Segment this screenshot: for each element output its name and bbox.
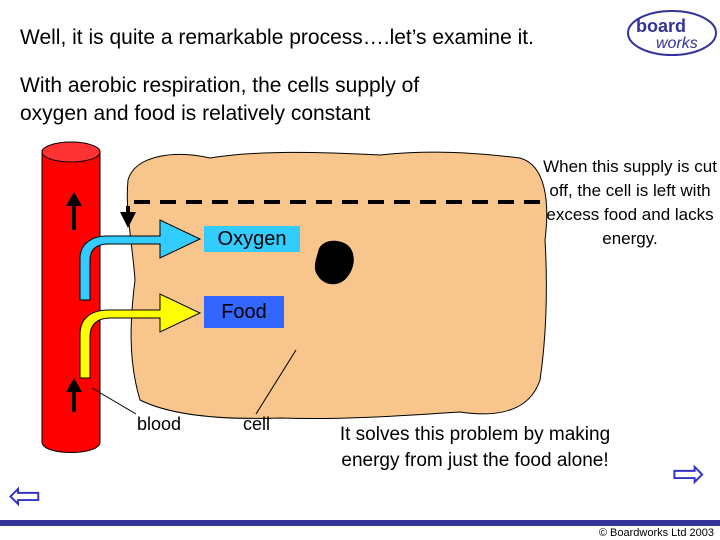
next-slide-button[interactable]: ⇨	[672, 454, 706, 494]
blood-vessel-top	[41, 141, 101, 163]
copyright-text: © Boardworks Ltd 2003	[598, 527, 714, 539]
side-note-text: When this supply is cut off, the cell is…	[543, 157, 717, 248]
oxygen-arrow	[79, 219, 202, 301]
slide-heading: Well, it is quite a remarkable process….…	[20, 26, 534, 49]
solution-text: It solves this problem by making energy …	[339, 424, 611, 471]
blood-pointer-line	[91, 387, 137, 415]
svg-text:board: board	[636, 16, 686, 36]
food-arrow	[79, 293, 202, 379]
cell-label: cell	[243, 414, 271, 434]
oxygen-label: Oxygen	[204, 226, 300, 252]
right-arrow-icon: ⇨	[672, 452, 706, 496]
blood-flow-arrow-lower	[66, 378, 82, 412]
footer-bar	[0, 520, 720, 526]
intro-text: With aerobic respiration, the cells supp…	[20, 74, 420, 125]
boardworks-logo: board works	[627, 10, 717, 56]
food-label: Food	[204, 296, 284, 328]
cell-body	[126, 151, 548, 420]
svg-text:works: works	[656, 35, 698, 52]
left-arrow-icon: ⇦	[8, 474, 42, 518]
previous-slide-button[interactable]: ⇦	[8, 476, 42, 516]
blood-flow-arrow-upper	[66, 192, 82, 230]
blood-label: blood	[137, 414, 182, 434]
cell-pointer-line	[255, 349, 297, 415]
supply-arrow-head	[120, 212, 136, 228]
blood-vessel	[41, 142, 101, 453]
nucleus	[314, 240, 354, 285]
